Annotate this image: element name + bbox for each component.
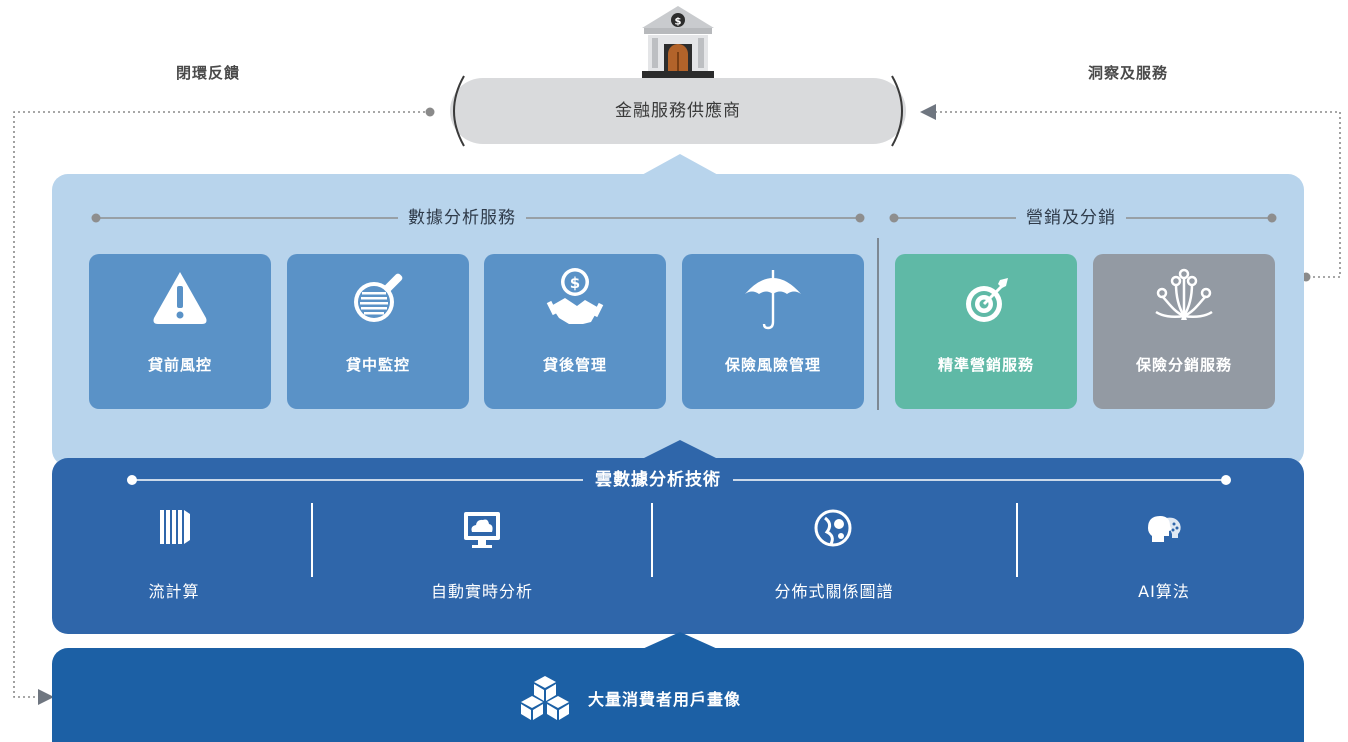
svg-text:$: $ bbox=[675, 17, 682, 28]
card-label: 貸前風控 bbox=[147, 356, 212, 374]
tech-divider bbox=[1016, 503, 1018, 577]
warning-icon bbox=[153, 272, 207, 324]
provider-title: 金融服務供應商 bbox=[615, 101, 741, 121]
tech-divider bbox=[311, 503, 313, 577]
card-post-loan-mgmt[interactable]: $ 貸後管理 bbox=[484, 254, 666, 409]
ai-heads-icon bbox=[1148, 516, 1181, 542]
dollar-handshake-icon: $ bbox=[546, 268, 604, 324]
consumer-profile-panel bbox=[52, 648, 1304, 742]
provider-brackets bbox=[453, 75, 903, 147]
card-precision-marketing[interactable]: 精準營銷服務 bbox=[895, 254, 1077, 409]
umbrella-icon bbox=[745, 270, 801, 330]
cloud-tech-title: 雲數據分析技術 bbox=[583, 468, 733, 492]
card-pre-loan-risk[interactable]: 貸前風控 bbox=[89, 254, 271, 409]
stream-bars-icon bbox=[160, 510, 190, 544]
tech-item-label: 流計算 bbox=[148, 582, 200, 601]
marketing-title: 營銷及分銷 bbox=[1016, 206, 1126, 230]
svg-text:$: $ bbox=[570, 274, 580, 292]
globe-network-icon bbox=[814, 509, 852, 547]
card-label: 保險分銷服務 bbox=[1135, 356, 1232, 374]
network-branch-icon bbox=[1155, 268, 1213, 320]
card-label: 貸後管理 bbox=[542, 356, 607, 374]
tech-divider bbox=[651, 503, 653, 577]
card-label: 貸中監控 bbox=[345, 356, 410, 374]
provider-pill bbox=[450, 78, 906, 144]
services-panel-arrow bbox=[640, 154, 720, 176]
card-mid-loan-monitor[interactable]: 貸中監控 bbox=[287, 254, 469, 409]
loop-left-label: 閉環反饋 bbox=[176, 64, 241, 82]
card-label: 精準營銷服務 bbox=[937, 356, 1034, 374]
consumer-profile-panel-arrow bbox=[640, 632, 720, 650]
tech-item-label: 自動實時分析 bbox=[430, 582, 533, 601]
tech-item-label: AI算法 bbox=[1138, 582, 1190, 601]
card-label: 保險風險管理 bbox=[724, 356, 821, 374]
magnifier-data-icon bbox=[354, 273, 403, 322]
loop-right-label: 洞察及服務 bbox=[1088, 64, 1169, 82]
cubes-icon bbox=[521, 676, 569, 720]
card-insurance-risk-mgmt[interactable]: 保險風險管理 bbox=[682, 254, 864, 409]
tech-item-label: 分佈式關係圖譜 bbox=[774, 582, 894, 601]
cloud-tech-panel-arrow bbox=[640, 440, 720, 460]
target-icon bbox=[966, 278, 1008, 322]
bank-icon: $ bbox=[642, 6, 714, 80]
card-insurance-distribution[interactable]: 保險分銷服務 bbox=[1093, 254, 1275, 409]
consumer-profile-label: 大量消費者用戶畫像 bbox=[588, 690, 742, 709]
cloud-monitor-icon bbox=[464, 512, 500, 548]
section-divider bbox=[877, 238, 879, 410]
data-analysis-title: 數據分析服務 bbox=[398, 206, 526, 230]
